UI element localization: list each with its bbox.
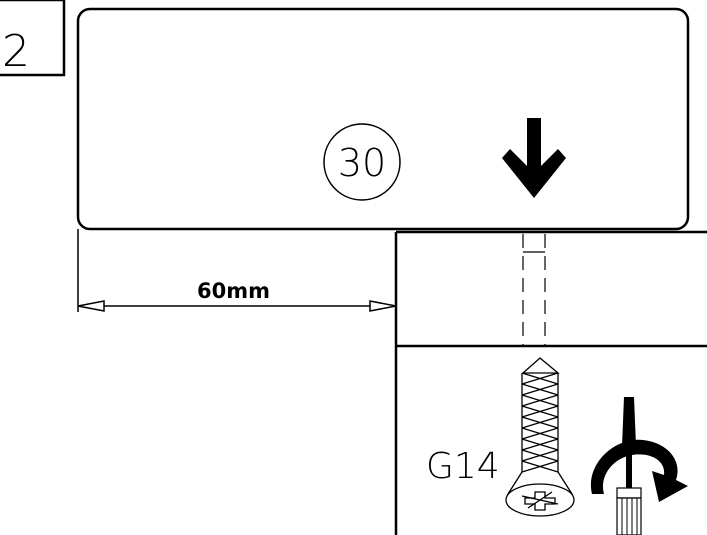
dimension-label: 60mm: [197, 279, 270, 303]
step-number: 2: [2, 26, 30, 77]
bottom-board: [394, 230, 707, 535]
screw-hole-hidden-lines: [522, 234, 546, 346]
screwdriver-icon: [616, 397, 642, 535]
clockwise-rotation-icon: [590, 439, 688, 502]
quantity-badge-text: 30: [338, 141, 386, 185]
step-box: 2: [0, 0, 66, 77]
screw-icon: [505, 357, 575, 517]
fastener-code: G14: [426, 446, 500, 487]
top-panel: [76, 7, 690, 231]
dimension-line: [77, 229, 397, 312]
quantity-badge: 30: [323, 123, 401, 201]
down-arrow-icon: [502, 118, 566, 198]
